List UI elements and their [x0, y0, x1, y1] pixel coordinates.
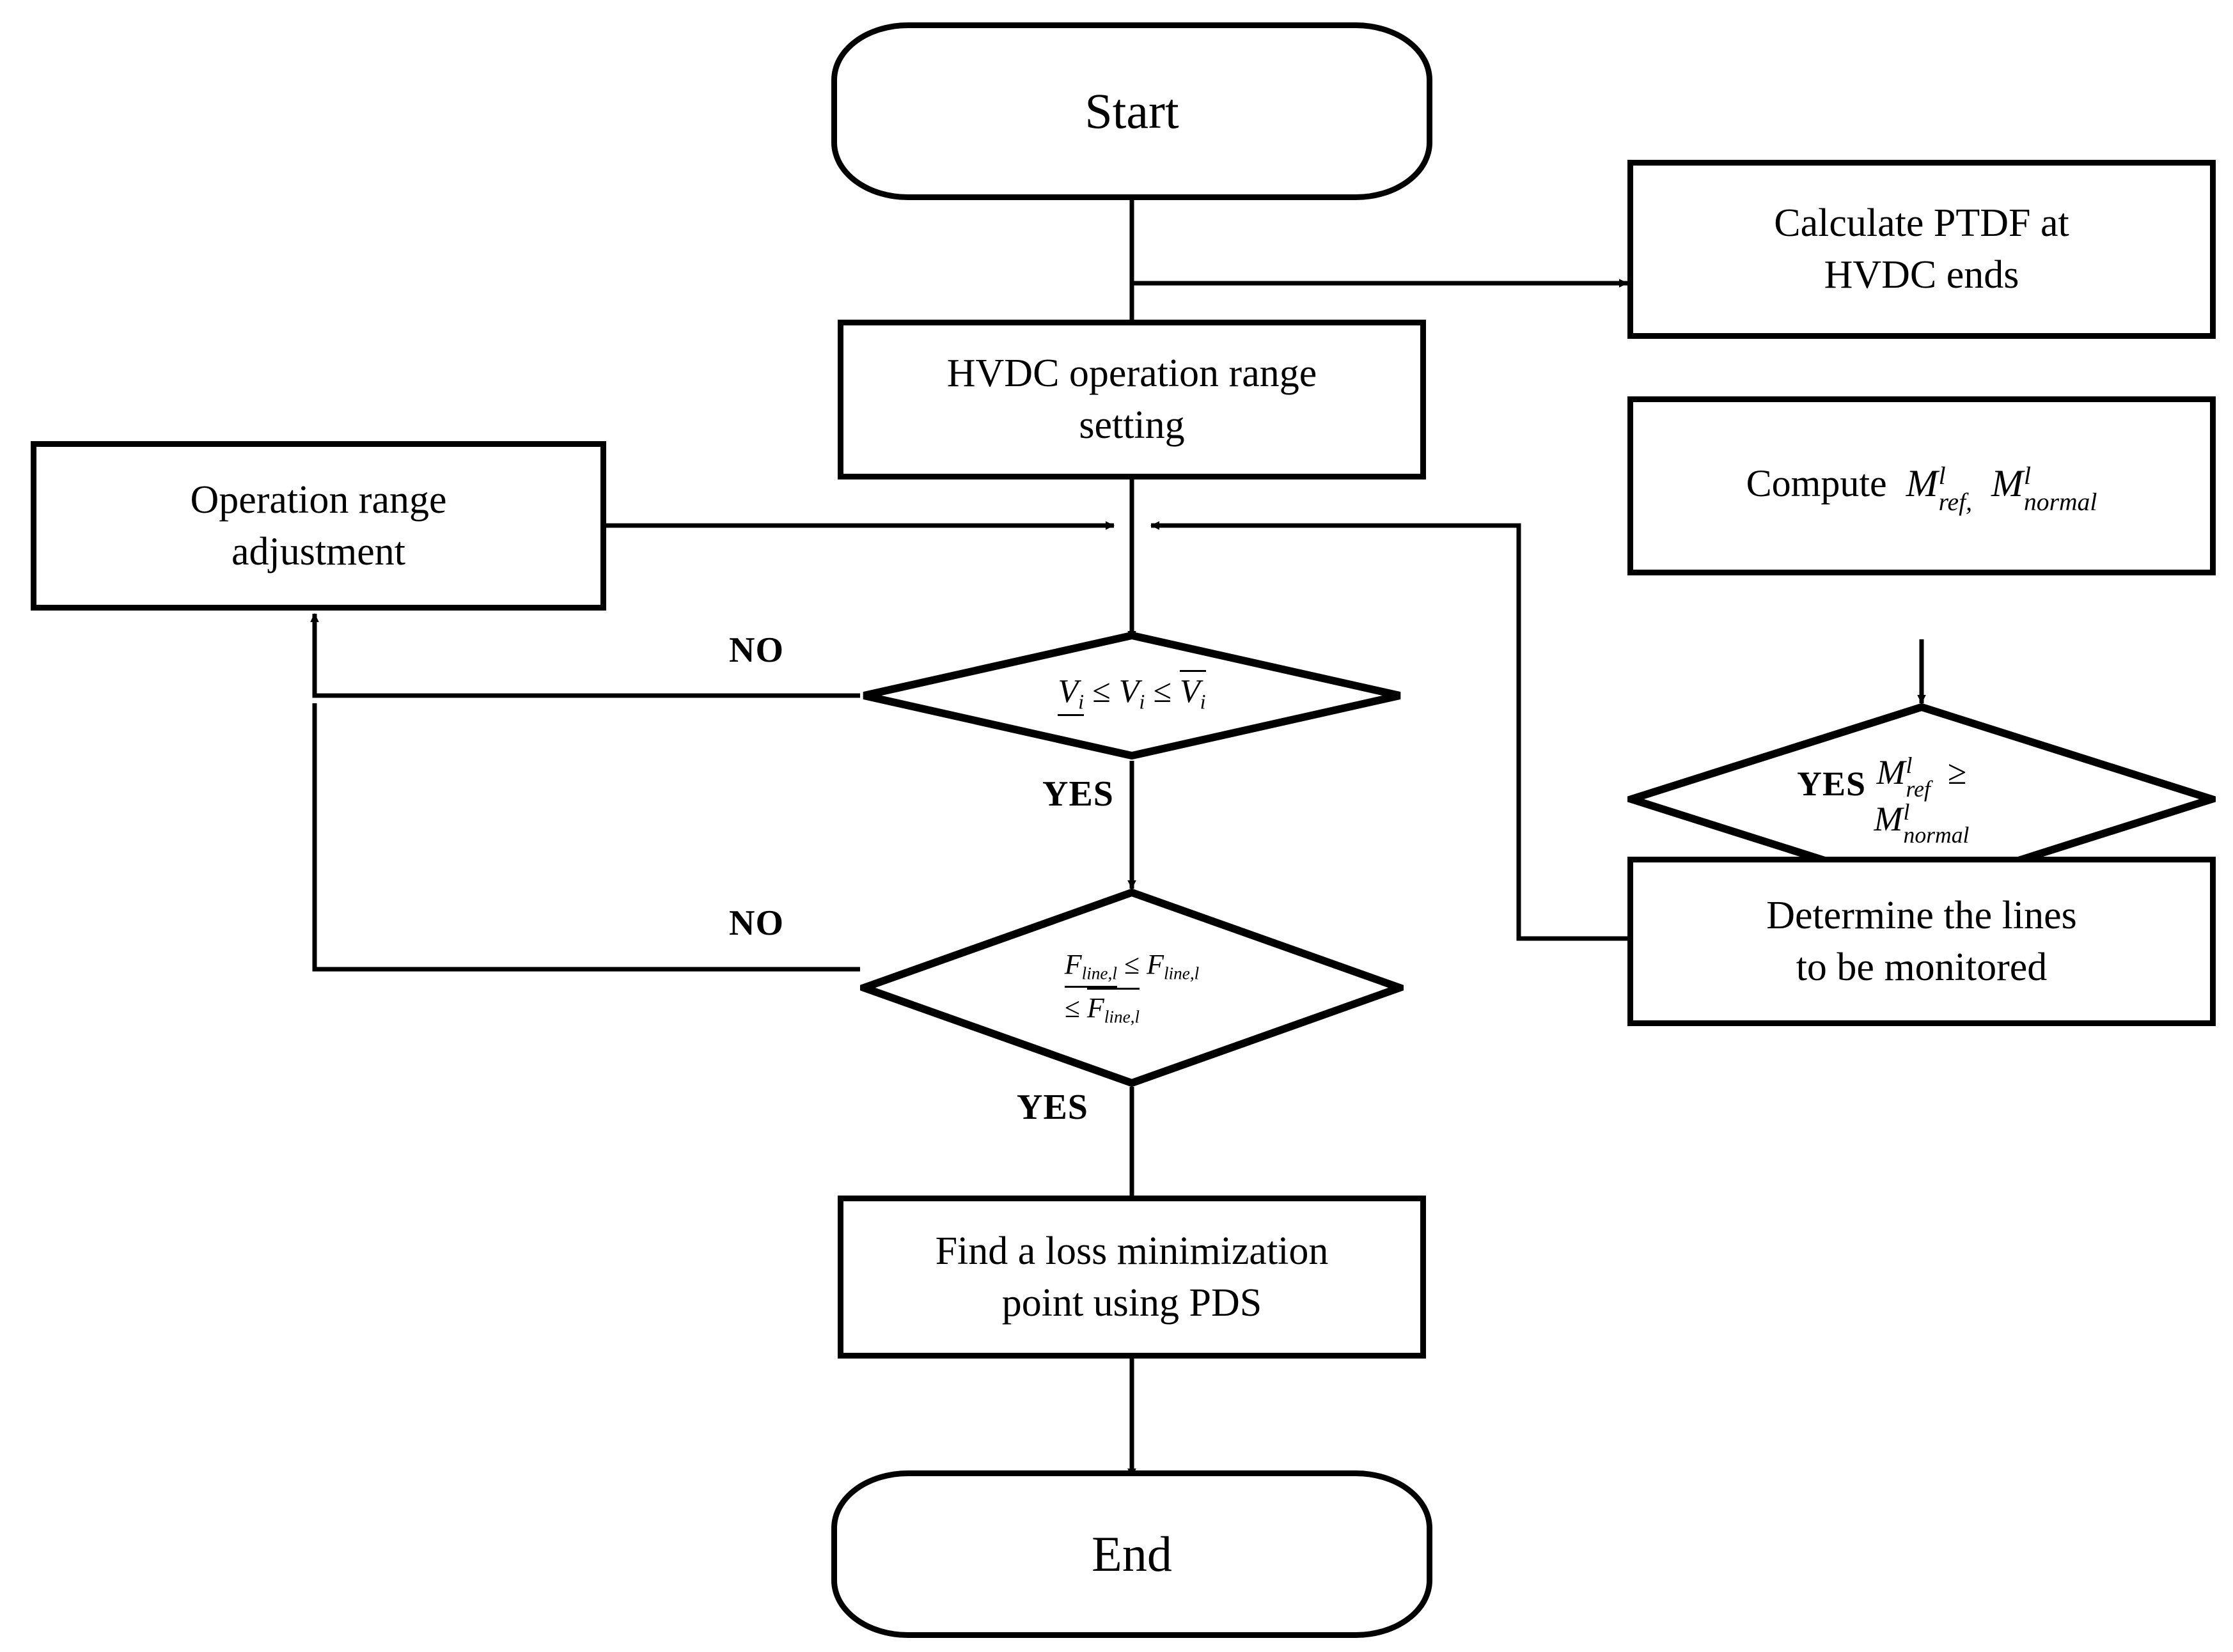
- node-determine-line1: Determine the lines: [1766, 893, 2077, 937]
- node-start-label: Start: [1085, 83, 1179, 139]
- edge-label-no-flow: NO: [729, 903, 784, 943]
- node-compute-m2-base: M: [1991, 462, 2023, 505]
- edge-label-no-voltage: NO: [729, 630, 784, 670]
- node-operation-range-adjustment[interactable]: Operation range adjustment: [31, 441, 606, 611]
- node-pds-line2: point using PDS: [1001, 1281, 1262, 1325]
- node-hvdc-line2: setting: [1079, 403, 1185, 447]
- node-end-label: End: [1092, 1526, 1172, 1582]
- node-compute-m2-sub: normal: [2024, 487, 2097, 516]
- node-compute-m1-sup: l: [1938, 462, 1946, 490]
- node-start[interactable]: Start: [831, 22, 1432, 200]
- node-compute-m1-base: M: [1906, 462, 1938, 505]
- node-decision-flow[interactable]: Fline,l ≤ Fline,l ≤ Fline,l: [860, 889, 1404, 1087]
- node-compute-m1-sub: ref,: [1938, 487, 1973, 516]
- node-adjust-line1: Operation range: [190, 478, 447, 522]
- node-find-loss-minimization[interactable]: Find a loss minimization point using PDS: [838, 1196, 1426, 1359]
- edge-voltage-no: [310, 613, 860, 698]
- node-compute-m2-sup: l: [2024, 462, 2031, 490]
- edge-label-yes-voltage: YES: [1042, 774, 1114, 814]
- node-determine-lines[interactable]: Determine the lines to be monitored: [1627, 857, 2216, 1026]
- node-end[interactable]: End: [831, 1470, 1432, 1638]
- edge-label-yes-flow: YES: [1017, 1087, 1088, 1127]
- node-adjust-line2: adjustment: [231, 529, 406, 573]
- node-hvdc-operation-range-setting[interactable]: HVDC operation range setting: [838, 320, 1426, 479]
- node-determine-line2: to be monitored: [1796, 945, 2048, 989]
- node-compute-prefix: Compute: [1746, 462, 1887, 505]
- edge-label-yes-margin: YES: [1797, 765, 1867, 803]
- node-hvdc-line1: HVDC operation range: [946, 352, 1317, 396]
- node-ptdf-line1: Calculate PTDF at: [1774, 201, 2069, 245]
- node-ptdf-line2: HVDC ends: [1824, 253, 2019, 297]
- node-decision-voltage[interactable]: Vi ≤ Vi ≤ Vi: [860, 632, 1404, 760]
- node-calculate-ptdf[interactable]: Calculate PTDF at HVDC ends: [1627, 160, 2216, 339]
- edge-determine-to-merge: [1150, 521, 1627, 941]
- node-pds-line1: Find a loss minimization: [935, 1229, 1329, 1273]
- edge-flow-no: [312, 703, 860, 972]
